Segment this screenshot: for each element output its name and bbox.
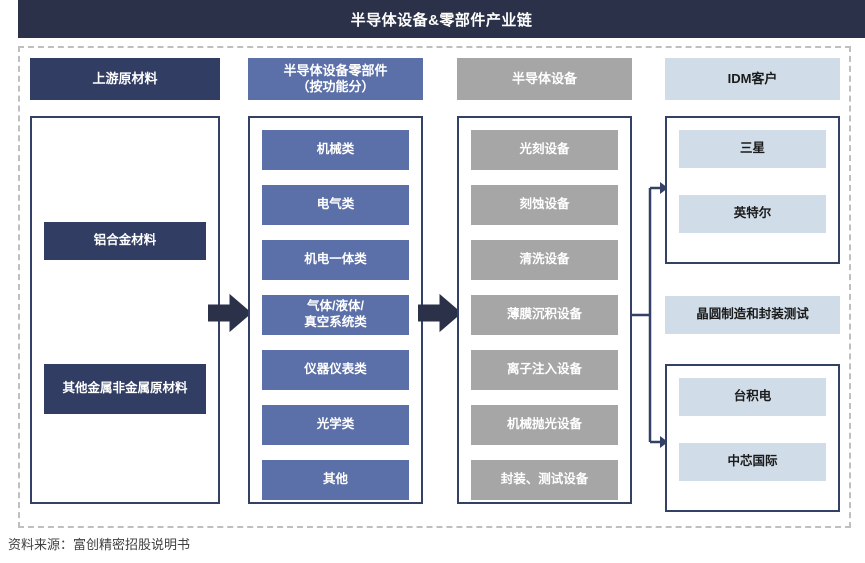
arrow-components-to-equipment	[418, 293, 462, 333]
list-item[interactable]: 仪器仪表类	[262, 350, 409, 390]
foundry-label[interactable]: 晶圆制造和封装测试	[665, 296, 840, 334]
list-item[interactable]: 机械类	[262, 130, 409, 170]
list-item[interactable]: 薄膜沉积设备	[471, 295, 618, 335]
customer-group-foundry: 台积电 中芯国际	[665, 364, 840, 512]
list-item[interactable]: 其他	[262, 460, 409, 500]
list-item[interactable]: 英特尔	[679, 195, 826, 233]
list-item[interactable]: 封装、测试设备	[471, 460, 618, 500]
list-item[interactable]: 刻蚀设备	[471, 185, 618, 225]
column-body-semiconductor-equipment: 光刻设备 刻蚀设备 清洗设备 薄膜沉积设备 离子注入设备 机械抛光设备 封装、测…	[457, 116, 632, 504]
column-upstream-materials: 上游原材料 铝合金材料 其他金属非金属 原材料	[30, 46, 220, 528]
column-header-idm-customers: IDM客户	[665, 58, 840, 100]
list-item-label-line2: 真空系统类	[304, 315, 367, 329]
list-item[interactable]: 电气类	[262, 185, 409, 225]
source-note: 资料来源：富创精密招股说明书	[8, 537, 191, 552]
column-idm-customers: IDM客户 三星 英特尔 晶圆制造和封装测试 台积电 中芯国际	[665, 46, 840, 528]
list-item-label-line1: 其他金属非金属	[62, 381, 150, 396]
page-title: 半导体设备&零部件产业链	[18, 0, 865, 38]
customer-group-idm: 三星 英特尔	[665, 116, 840, 264]
column-semiconductor-equipment: 半导体设备 光刻设备 刻蚀设备 清洗设备 薄膜沉积设备 离子注入设备 机械抛光设…	[457, 46, 632, 528]
list-item[interactable]: 台积电	[679, 378, 826, 416]
column-body-equipment-components: 机械类 电气类 机电一体类 气体/液体/ 真空系统类 仪器仪表类 光学类 其他	[248, 116, 423, 504]
list-item[interactable]: 清洗设备	[471, 240, 618, 280]
list-item[interactable]: 气体/液体/ 真空系统类	[262, 295, 409, 335]
list-item[interactable]: 三星	[679, 130, 826, 168]
column-body-idm-customers: 三星 英特尔 晶圆制造和封装测试 台积电 中芯国际	[665, 116, 840, 512]
column-body-upstream-materials: 铝合金材料 其他金属非金属 原材料	[30, 116, 220, 504]
list-item-label-line2: 原材料	[150, 381, 188, 396]
column-header-equipment-components: 半导体设备零部件 （按功能分）	[248, 58, 423, 100]
list-item[interactable]: 光刻设备	[471, 130, 618, 170]
fork-equipment-to-customers	[632, 170, 668, 460]
list-item[interactable]: 光学类	[262, 405, 409, 445]
arrow-upstream-to-components	[208, 293, 252, 333]
list-item[interactable]: 机械抛光设备	[471, 405, 618, 445]
list-item-label-line1: 气体/液体/	[307, 299, 364, 314]
column-header-line1: 半导体设备零部件	[283, 62, 388, 78]
diagram-frame	[18, 46, 851, 528]
list-item[interactable]: 其他金属非金属 原材料	[44, 364, 206, 414]
list-item[interactable]: 中芯国际	[679, 443, 826, 481]
list-item[interactable]: 铝合金材料	[44, 222, 206, 260]
list-item[interactable]: 机电一体类	[262, 240, 409, 280]
list-item[interactable]: 离子注入设备	[471, 350, 618, 390]
column-header-upstream-materials: 上游原材料	[30, 58, 220, 100]
column-equipment-components: 半导体设备零部件 （按功能分） 机械类 电气类 机电一体类 气体/液体/ 真空系…	[248, 46, 423, 528]
column-header-line2: （按功能分）	[296, 79, 375, 94]
column-header-semiconductor-equipment: 半导体设备	[457, 58, 632, 100]
